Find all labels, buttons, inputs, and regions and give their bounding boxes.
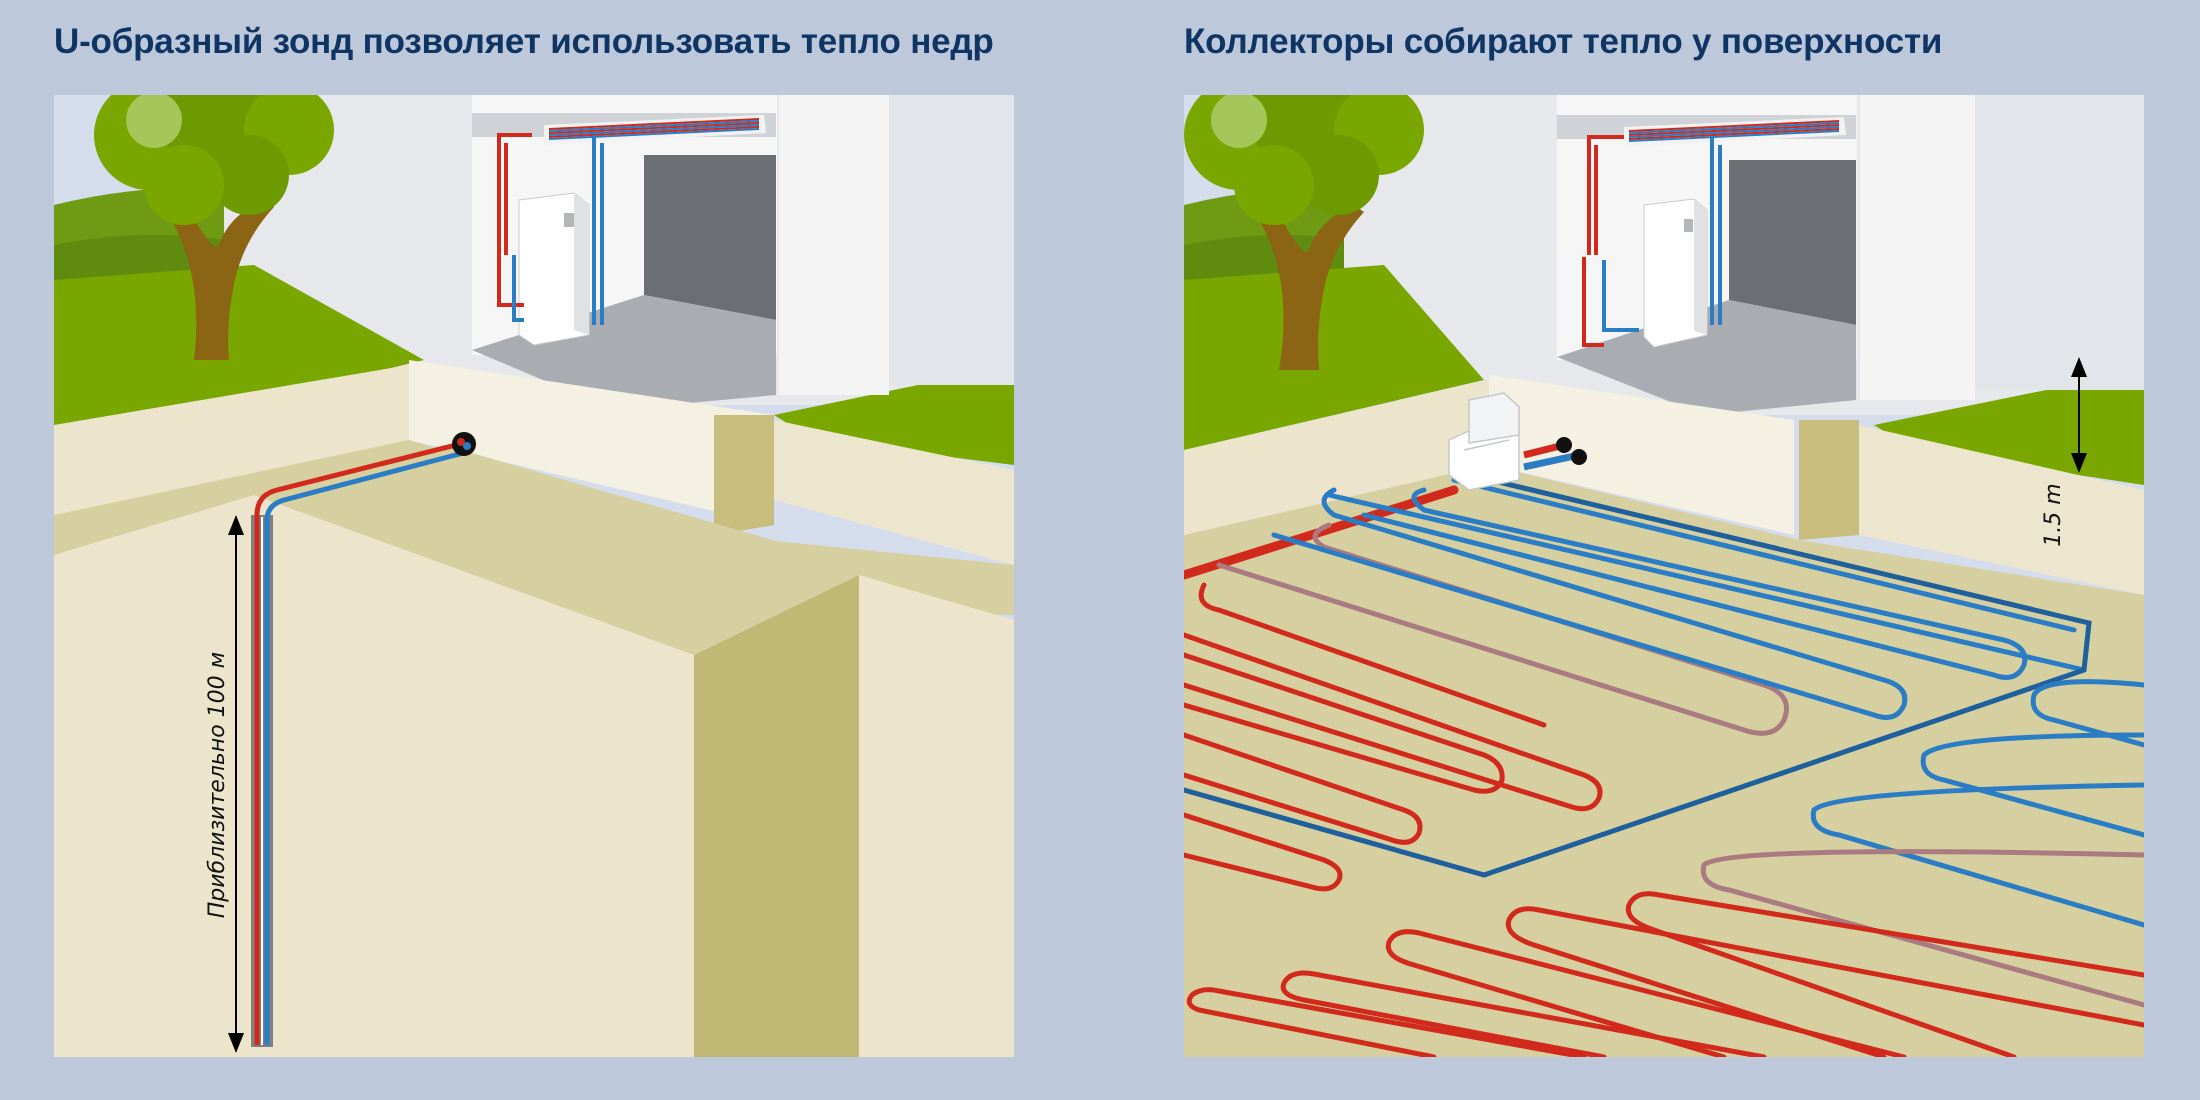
collector-loops	[1184, 472, 2144, 1057]
foundation-right	[774, 420, 1014, 565]
left-panel-title: U-образный зонд позволяет использовать т…	[54, 22, 994, 61]
horizontal-collector-svg: 1.5 m	[1184, 95, 2144, 1057]
house-pillar	[779, 95, 889, 395]
house-wall-side	[1975, 95, 2144, 390]
foundation-side	[714, 415, 774, 535]
basement-floor	[1557, 300, 1856, 415]
indoor-hot-pipe	[497, 133, 532, 255]
tree	[94, 95, 334, 360]
horizontal-collector-illustration: 1.5 m	[1184, 95, 2144, 1057]
vertical-probe-illustration: Приблизительно 100 м	[54, 95, 1014, 1057]
soil-front	[54, 495, 694, 1057]
soil-edge	[1184, 380, 1489, 535]
foundation-right	[1859, 425, 2144, 595]
depth-arrow	[2071, 357, 2087, 473]
soil-edge	[54, 365, 409, 515]
depth-label: Приблизительно 100 м	[205, 652, 230, 919]
floor-heating-coil	[544, 115, 766, 145]
tree	[1184, 95, 1424, 370]
foundation-front	[409, 360, 774, 525]
grass	[1184, 265, 1484, 450]
right-panel-title: Коллекторы собирают тепло у поверхности	[1184, 22, 1943, 61]
indoor-hot-pipe	[1587, 135, 1624, 255]
house-pillar	[1860, 95, 1975, 400]
soil-top-cut	[254, 445, 859, 655]
depth-arrow	[228, 515, 244, 1053]
basement-shadow-wall	[644, 155, 776, 320]
depth-label: 1.5 m	[2041, 483, 2066, 546]
indoor-hot-pipe	[1582, 257, 1604, 347]
foundation-side	[1799, 420, 1859, 540]
floor-heating-coil	[1624, 117, 1846, 147]
indoor-cold-pipe	[592, 135, 604, 325]
indoor-cold-pipe	[1602, 260, 1639, 332]
u-probe	[251, 432, 476, 1047]
indoor-cold-pipe	[1710, 137, 1722, 325]
indoor-cold-pipe	[512, 255, 524, 322]
heat-pump-unit	[1643, 198, 1708, 348]
foundation-front	[1489, 375, 1794, 535]
soil-right	[859, 575, 1014, 1057]
collector-manifold	[1448, 392, 1587, 491]
heat-pump-unit	[518, 192, 590, 346]
grass	[54, 265, 424, 450]
soil-side	[694, 575, 859, 1057]
basement-shadow-wall	[1729, 160, 1856, 325]
soil-surface	[1184, 465, 2144, 1057]
vertical-probe-svg: Приблизительно 100 м	[54, 95, 1014, 1057]
house-wall-side	[889, 95, 1014, 385]
